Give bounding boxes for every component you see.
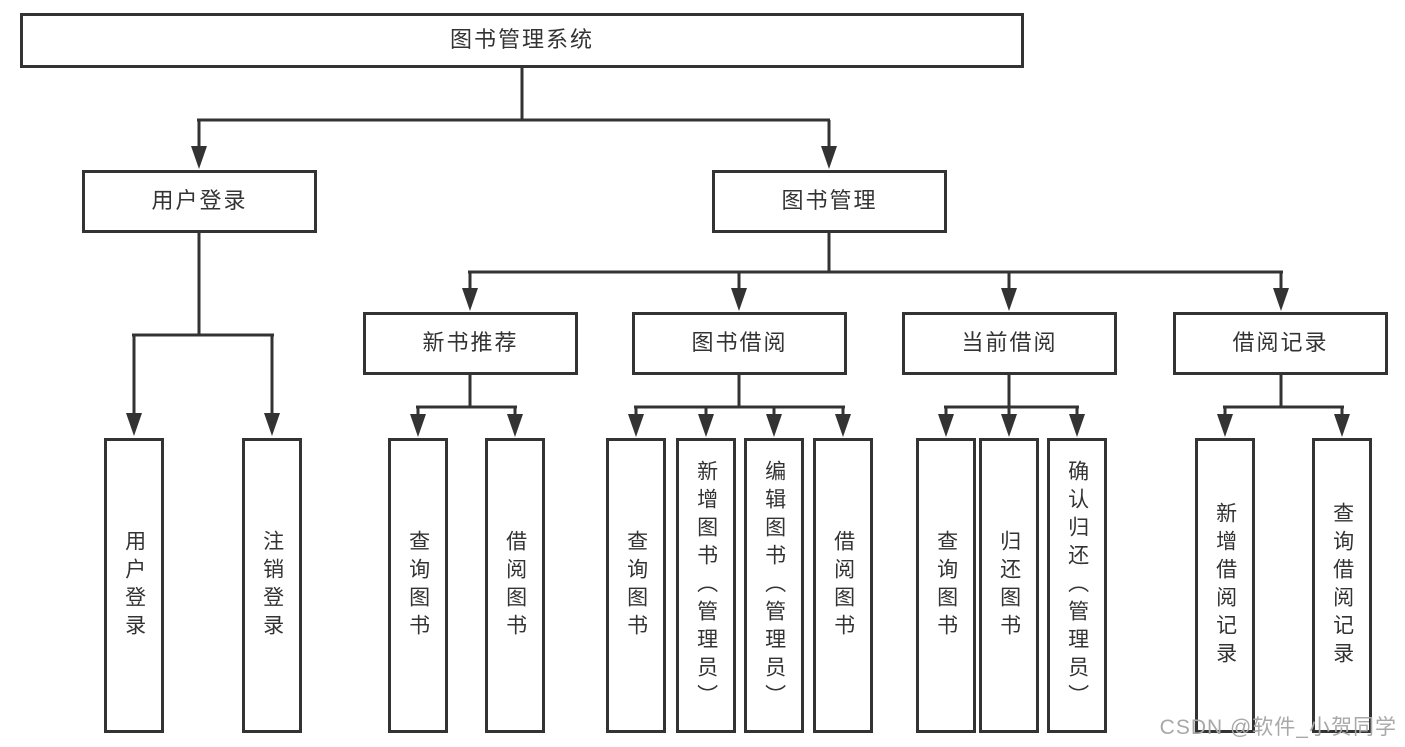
node-borrowing-records: 借阅记录 (1173, 312, 1388, 375)
leaf-user-login: 用户登录 (104, 438, 164, 733)
leaf-edit-book-admin: 编辑图书（管理员） (744, 438, 804, 733)
leaf-query-borrow-record: 查询借阅记录 (1312, 438, 1372, 733)
leaf-query-books-current: 查询图书 (916, 438, 976, 733)
leaf-return-books: 归还图书 (979, 438, 1039, 733)
node-current-borrowing: 当前借阅 (902, 312, 1117, 375)
leaf-query-books-recommend: 查询图书 (388, 438, 448, 733)
leaf-logout: 注销登录 (242, 438, 302, 733)
node-library-system: 图书管理系统 (20, 13, 1024, 68)
leaf-add-borrow-record: 新增借阅记录 (1195, 438, 1255, 733)
node-new-book-recommendation: 新书推荐 (363, 312, 578, 375)
leaf-borrow-books-borrowing: 借阅图书 (813, 438, 873, 733)
leaf-add-book-admin: 新增图书（管理员） (676, 438, 736, 733)
watermark: CSDN @软件_小贺同学 (1159, 716, 1397, 739)
node-book-management: 图书管理 (712, 170, 947, 233)
node-user-login: 用户登录 (82, 170, 317, 233)
node-book-borrowing: 图书借阅 (632, 312, 847, 375)
leaf-query-books-borrowing: 查询图书 (606, 438, 666, 733)
leaf-confirm-return-admin: 确认归还（管理员） (1047, 438, 1107, 733)
leaf-borrow-books-recommend: 借阅图书 (485, 438, 545, 733)
